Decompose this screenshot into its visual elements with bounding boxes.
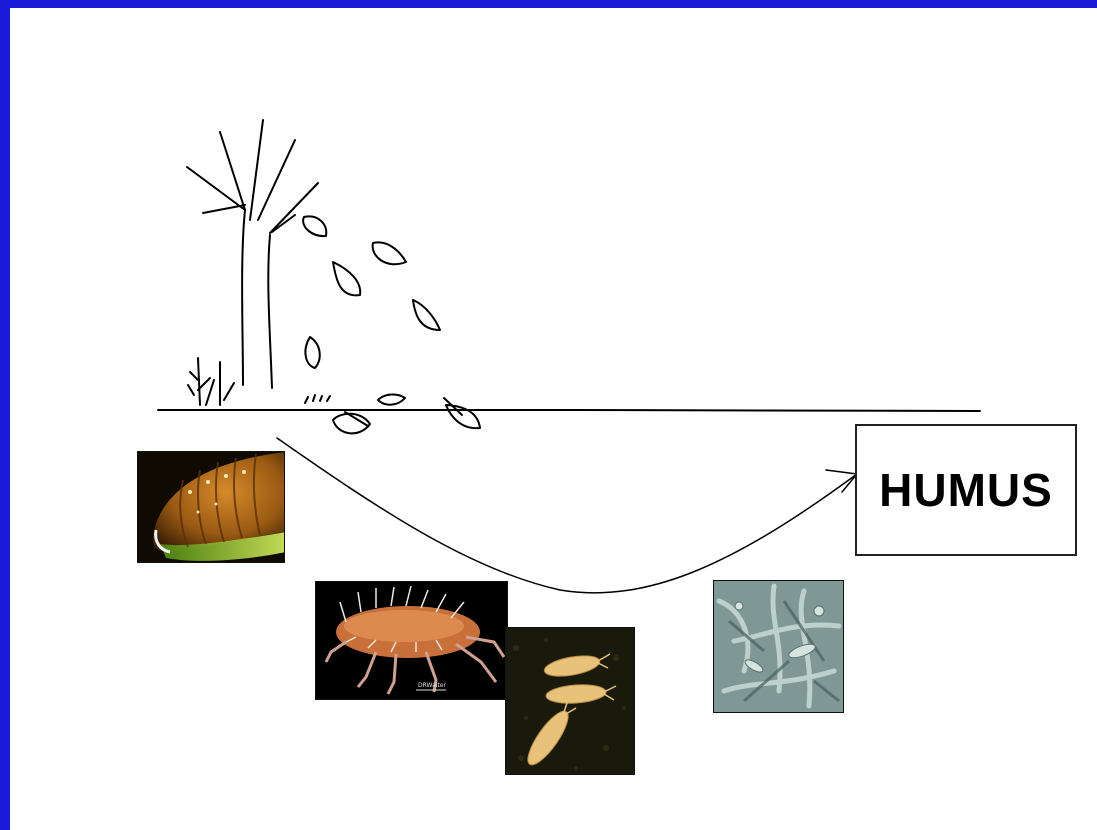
- humus-label: HUMUS: [879, 463, 1053, 517]
- earthworm-icon: [138, 452, 285, 563]
- tree-icon: [187, 120, 318, 388]
- ground-line: [158, 410, 980, 411]
- springtail-photo: [505, 627, 635, 775]
- ground-leaf-icons: [305, 394, 480, 433]
- mite-photo: [315, 581, 508, 700]
- falling-leaf-icons: [303, 216, 440, 368]
- microbe-icon: [714, 581, 844, 713]
- arrowhead-icon: [826, 470, 857, 492]
- microbe-photo: [713, 580, 844, 713]
- plant-icon: [188, 358, 234, 405]
- mite-icon: [316, 582, 508, 700]
- earthworm-photo: [137, 451, 285, 563]
- humus-box: HUMUS: [855, 424, 1077, 556]
- springtail-icon: [506, 628, 635, 775]
- mite-photo-caption: DRWalter: [418, 682, 446, 689]
- decomposition-arrow: [277, 438, 857, 593]
